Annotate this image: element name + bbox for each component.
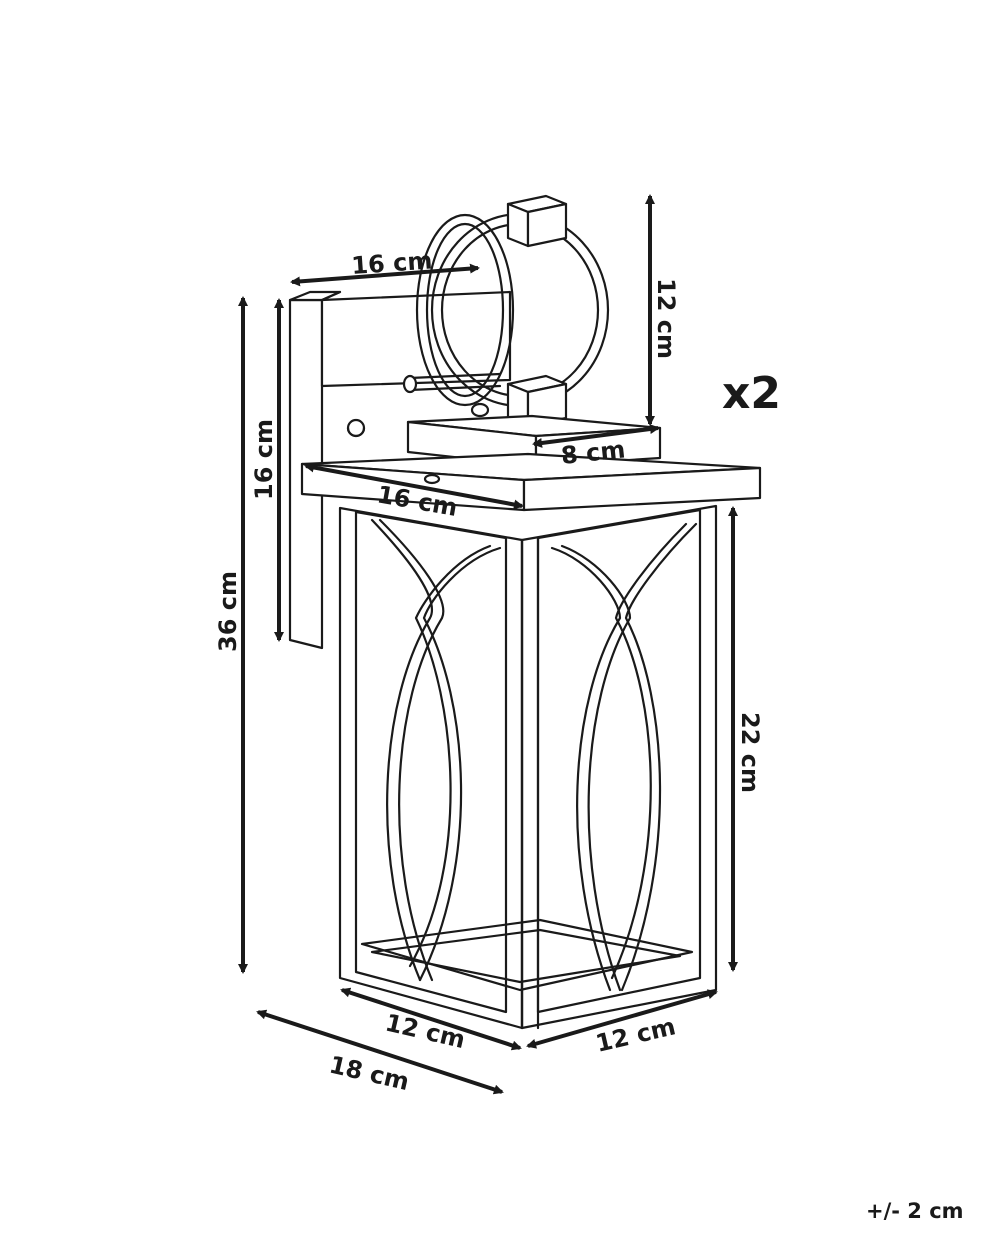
arrow-total-depth xyxy=(256,1009,504,1095)
tolerance-note: +/- 2 cm xyxy=(866,1199,964,1223)
lantern-body xyxy=(338,504,718,1030)
label-mount-depth: 16 cm xyxy=(350,246,433,280)
mounting-arm xyxy=(320,290,512,418)
arrow-base-width xyxy=(526,989,718,1049)
label-ring-height: 12 cm xyxy=(652,278,680,359)
label-backplate-height: 16 cm xyxy=(250,419,278,500)
lantern-illustration xyxy=(288,194,762,1030)
label-total-height: 36 cm xyxy=(214,571,242,652)
dimension-arrows xyxy=(238,194,738,1095)
arrow-cap-width xyxy=(532,424,660,448)
arrow-top-width xyxy=(304,462,524,510)
label-base-width: 12 cm xyxy=(593,1012,678,1058)
quantity-label: x2 xyxy=(722,368,781,419)
arrow-mount-depth xyxy=(290,263,480,287)
top-plate xyxy=(300,452,762,512)
label-body-height: 22 cm xyxy=(736,712,764,793)
label-cap-width: 8 cm xyxy=(560,435,627,470)
